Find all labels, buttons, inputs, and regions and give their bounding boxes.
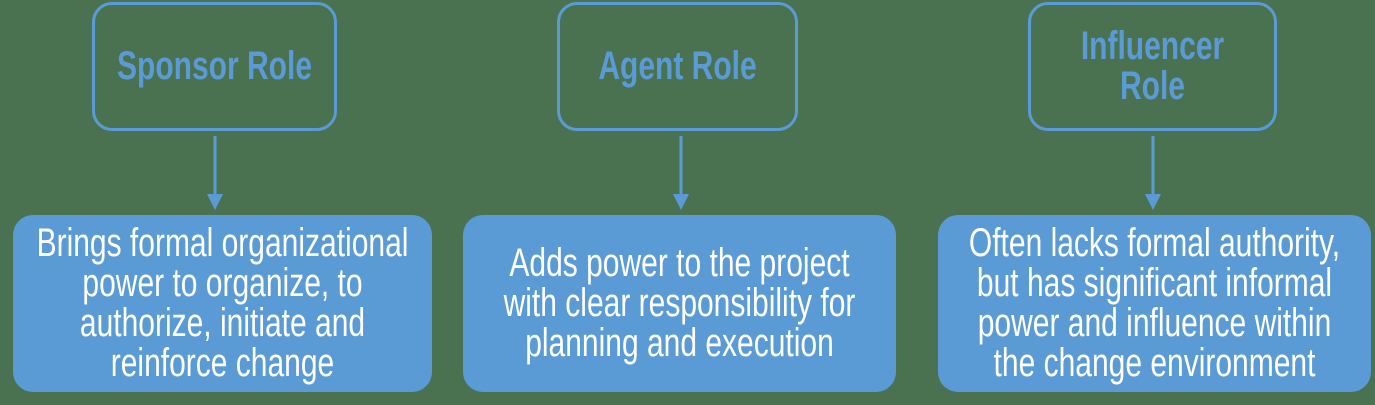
role-description-box: Often lacks formal authority, but has si… [938,215,1371,392]
down-arrow-icon [1145,136,1161,210]
role-description-box: Brings formal organizational power to or… [13,215,432,392]
role-title: Agent Role [598,43,757,88]
role-title-box: Agent Role [557,2,798,131]
role-title-box: Sponsor Role [92,2,337,131]
role-title-box: Influencer Role [1028,2,1277,131]
role-description: Brings formal organizational power to or… [36,221,409,385]
role-description-box: Adds power to the project with clear res… [463,215,896,392]
role-description: Often lacks formal authority, but has si… [968,221,1341,385]
role-title: Sponsor Role [116,43,312,88]
down-arrow-icon [673,136,689,210]
role-title: Influencer Role [1080,23,1225,108]
role-description: Adds power to the project with clear res… [503,240,856,365]
down-arrow-icon [207,136,223,210]
